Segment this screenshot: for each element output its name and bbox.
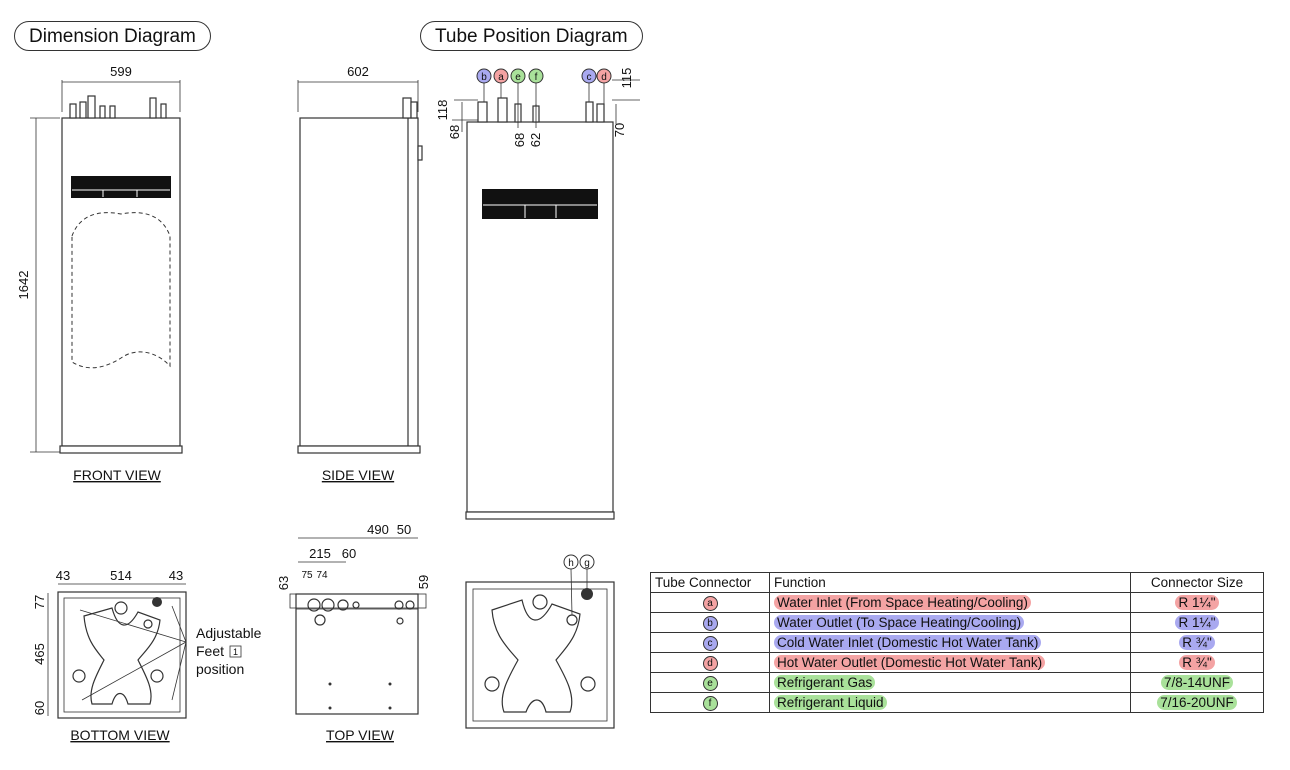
bottom-view: 43 514 43 77 465 60 Adjustable Feet 1 po… [32,568,262,743]
svg-text:h: h [568,558,574,569]
marker-b: b [476,68,492,84]
table-row: e Refrigerant Gas 7/8-14UNF [650,672,1264,693]
connector-e: e [702,676,718,691]
front-width-dim: 599 [110,64,132,79]
marker-f: f [528,68,544,84]
top-dim-50: 50 [397,522,411,537]
marker-c: c [581,68,597,84]
bottom-dim-43-right: 43 [169,568,183,583]
top-dim-60: 60 [342,546,356,561]
connector-c: c [702,636,718,651]
connector-d: d [702,656,718,671]
header-tube-connector: Tube Connector [650,572,770,593]
bottom-dim-60: 60 [32,701,47,715]
top-dim-490: 490 [367,522,389,537]
svg-text:f: f [535,72,538,83]
tube-dim-62: 62 [528,133,543,147]
svg-text:e: e [515,72,521,83]
feet-label-box: 1 [233,647,238,657]
front-view-label: FRONT VIEW [73,467,161,483]
table-header-row: Tube Connector Function Connector Size [650,572,1264,593]
connector-a: a [702,596,718,611]
svg-text:d: d [601,72,607,83]
tube-dim-68-left: 68 [447,125,462,139]
size-cell: 7/8-14UNF [1160,675,1234,690]
top-dim-215: 215 [309,546,331,561]
function-cell: Water Outlet (To Space Heating/Cooling) [774,615,1025,630]
feet-label-line1: Adjustable [196,625,262,641]
bottom-dim-465: 465 [32,643,47,665]
top-dim-75: 75 [301,570,313,581]
bottom-dim-514: 514 [110,568,132,583]
bottom-dim-43-left: 43 [56,568,70,583]
top-dim-63: 63 [276,576,291,590]
table-row: a Water Inlet (From Space Heating/Coolin… [650,592,1264,613]
side-depth-dim: 602 [347,64,369,79]
tube-position-bottom-view: h g [465,554,615,729]
function-cell: Water Inlet (From Space Heating/Cooling) [774,595,1031,610]
side-view: 602 SIDE VIEW [297,64,423,483]
table-row: c Cold Water Inlet (Domestic Hot Water T… [650,632,1264,653]
svg-text:c: c [587,72,592,83]
side-view-label: SIDE VIEW [322,467,395,483]
table-row: b Water Outlet (To Space Heating/Cooling… [650,612,1264,633]
marker-a: a [493,68,509,84]
header-function: Function [769,572,1131,593]
table-row: d Hot Water Outlet (Domestic Hot Water T… [650,652,1264,673]
marker-d: d [596,68,612,84]
size-cell: R ¾" [1179,635,1215,650]
size-cell: R ¾" [1179,655,1215,670]
svg-text:b: b [481,72,487,83]
function-cell: Hot Water Outlet (Domestic Hot Water Tan… [774,655,1046,670]
connector-b: b [702,616,718,631]
function-cell: Refrigerant Gas [774,675,876,690]
tube-dim-68: 68 [512,133,527,147]
svg-text:g: g [584,558,590,569]
marker-g: g [579,554,595,570]
table-row: f Refrigerant Liquid 7/16-20UNF [650,692,1264,713]
bottom-view-label: BOTTOM VIEW [70,727,170,743]
top-view-label: TOP VIEW [326,727,395,743]
tube-connector-table: Tube Connector Function Connector Size a… [650,572,1264,713]
function-cell: Refrigerant Liquid [774,695,887,710]
tube-dim-118: 118 [435,100,450,121]
header-connector-size: Connector Size [1130,572,1264,593]
size-cell: R 1¼" [1175,615,1219,630]
tube-dim-70: 70 [612,123,627,137]
top-view: 490 50 215 60 75 74 63 59 59 55 TOP VIEW [276,522,431,743]
connector-f: f [702,696,718,711]
tube-position-diagram-title: Tube Position Diagram [420,21,643,51]
feet-label-line2: Feet [196,643,224,659]
dimension-diagram-title: Dimension Diagram [14,21,211,51]
svg-text:a: a [498,72,504,83]
front-view: 599 1642 FRONT VIEW [16,64,183,483]
front-height-dim: 1642 [16,271,31,300]
tube-dim-115: 115 [619,68,634,89]
size-cell: 7/16-20UNF [1157,695,1237,710]
function-cell: Cold Water Inlet (Domestic Hot Water Tan… [774,635,1042,650]
size-cell: R 1¼" [1175,595,1219,610]
top-dim-59-right: 59 [416,575,431,589]
feet-label-line3: position [196,661,244,677]
bottom-dim-77: 77 [32,595,47,609]
marker-h: h [563,554,579,570]
marker-e: e [510,68,526,84]
top-dim-74: 74 [316,570,328,581]
tube-position-view: 118 68 68 62 115 70 b a e f c d [435,68,640,520]
